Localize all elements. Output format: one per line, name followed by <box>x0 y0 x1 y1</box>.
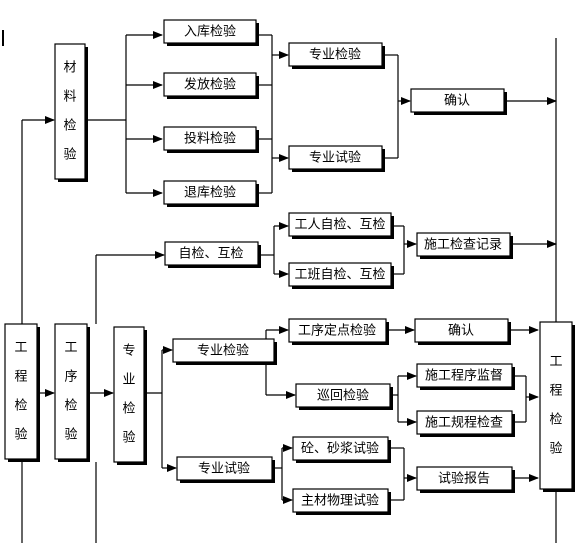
confirm-top-label: 确认 <box>444 94 470 109</box>
patrol-inspection-box: 巡回检验 <box>295 383 393 410</box>
concrete-mortar-test-box: 砼、砂浆试验 <box>292 436 391 463</box>
inbound-inspection-label: 入库检验 <box>184 24 236 40</box>
professional-inspection-col-box: 专业检验 <box>113 326 147 465</box>
material-inspection-box: 材料检验 <box>54 43 88 182</box>
process-fixed-point-label: 工序定点检验 <box>298 323 376 339</box>
text-cursor <box>2 30 4 46</box>
process-inspection-label: 工序检验 <box>64 340 77 442</box>
test-report-box: 试验报告 <box>416 466 515 493</box>
confirm-top-box: 确认 <box>410 88 507 115</box>
return-inspection-label: 退库检验 <box>184 185 236 201</box>
self-mutual-check-label: 自检、互检 <box>178 247 243 262</box>
professional-check-mid-label: 专业检验 <box>197 343 249 359</box>
project-inspection-right-label: 工程检验 <box>549 354 562 456</box>
confirm-mid-label: 确认 <box>448 324 474 339</box>
professional-test-bottom-box: 专业试验 <box>176 456 275 483</box>
professional-inspection-col-label: 专业检验 <box>122 343 135 445</box>
test-report-label: 试验报告 <box>438 471 490 487</box>
process-inspection-box: 工序检验 <box>54 323 90 462</box>
worker-self-mutual-label: 工人自检、互检 <box>294 218 385 233</box>
construction-spec-check-label: 施工规程检查 <box>425 416 503 431</box>
inbound-inspection-box: 入库检验 <box>163 19 259 46</box>
concrete-mortar-test-label: 砼、砂浆试验 <box>301 441 379 457</box>
patrol-inspection-label: 巡回检验 <box>317 388 369 404</box>
professional-check-mid-box: 专业检验 <box>172 338 277 365</box>
project-inspection-right-box: 工程检验 <box>539 321 575 492</box>
construction-check-record-box: 施工检查记录 <box>416 232 513 259</box>
process-fixed-point-box: 工序定点检验 <box>288 318 389 345</box>
project-inspection-left-label: 工程检验 <box>14 340 27 442</box>
team-self-mutual-box: 工班自检、互检 <box>288 262 394 289</box>
confirm-mid-box: 确认 <box>414 318 511 345</box>
professional-test-top-box: 专业试验 <box>288 145 385 172</box>
return-inspection-box: 退库检验 <box>163 180 259 207</box>
material-inspection-label: 材料检验 <box>63 60 76 162</box>
issue-inspection-box: 发放检验 <box>163 72 259 99</box>
professional-test-bottom-label: 专业试验 <box>198 461 250 477</box>
issue-inspection-label: 发放检验 <box>184 77 236 93</box>
connectors <box>21 31 557 543</box>
worker-self-mutual-box: 工人自检、互检 <box>288 212 394 239</box>
team-self-mutual-label: 工班自检、互检 <box>294 268 385 283</box>
construction-check-record-label: 施工检查记录 <box>424 238 502 253</box>
feeding-inspection-label: 投料检验 <box>184 131 236 147</box>
construction-procedure-supervision-box: 施工程序监督 <box>416 363 515 390</box>
self-mutual-check-box: 自检、互检 <box>164 241 261 268</box>
professional-check-top-label: 专业检验 <box>309 47 361 63</box>
construction-procedure-supervision-label: 施工程序监督 <box>425 369 503 384</box>
feeding-inspection-box: 投料检验 <box>163 126 259 153</box>
project-inspection-left-box: 工程检验 <box>4 323 40 462</box>
main-material-physical-test-box: 主材物理试验 <box>292 488 391 515</box>
professional-check-top-box: 专业检验 <box>288 42 385 69</box>
professional-test-top-label: 专业试验 <box>309 150 361 166</box>
construction-spec-check-box: 施工规程检查 <box>416 410 515 437</box>
main-material-physical-test-label: 主材物理试验 <box>301 493 379 509</box>
